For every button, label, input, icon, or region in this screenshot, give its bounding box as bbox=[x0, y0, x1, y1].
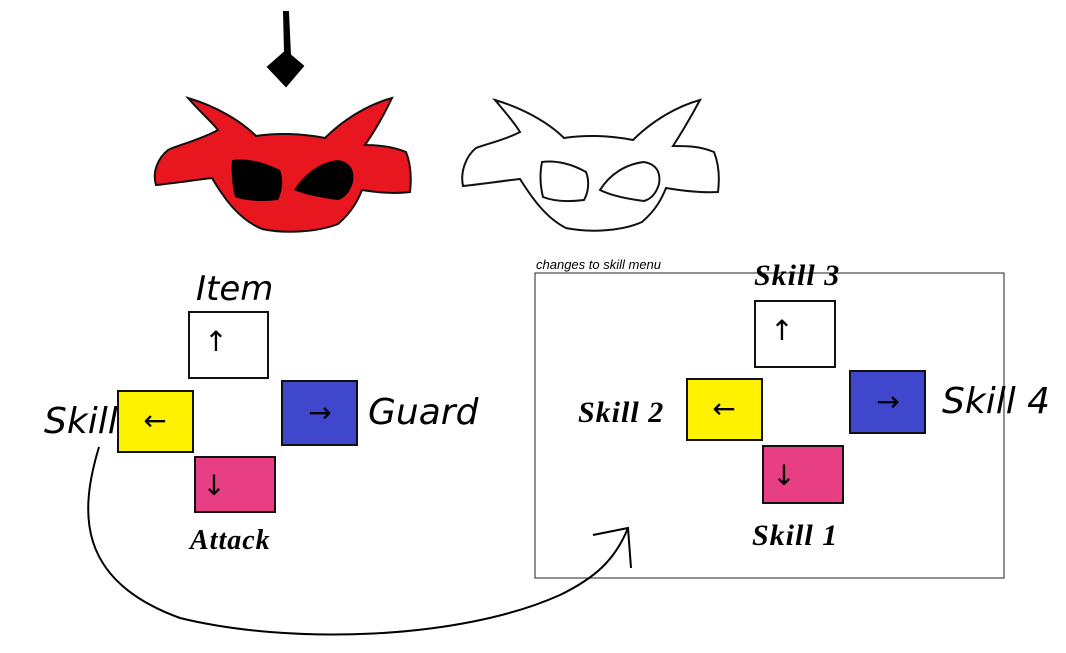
left-arrow-icon: ← bbox=[712, 392, 736, 425]
left-key-skill-2[interactable]: ← bbox=[686, 378, 763, 441]
transition-arrowhead-icon bbox=[592, 526, 632, 569]
item-label: Item bbox=[196, 269, 274, 309]
skill-2-label: Skill 2 bbox=[578, 396, 665, 429]
enemy-mask-selected[interactable] bbox=[153, 96, 412, 233]
down-key-attack[interactable]: ↓ bbox=[194, 456, 276, 513]
right-key-guard[interactable]: → bbox=[281, 380, 358, 446]
enemy-eye-left-outline bbox=[539, 160, 590, 202]
down-arrow-icon: ↓ bbox=[772, 459, 796, 492]
up-arrow-icon: ↑ bbox=[770, 314, 794, 347]
transition-arrow bbox=[87, 446, 629, 636]
down-key-skill-1[interactable]: ↓ bbox=[762, 445, 844, 504]
right-key-skill-4[interactable]: → bbox=[849, 370, 926, 434]
up-key-item[interactable]: ↑ bbox=[188, 311, 269, 379]
skill-1-label: Skill 1 bbox=[752, 519, 839, 552]
up-key-skill-3[interactable]: ↑ bbox=[754, 300, 836, 368]
enemy-eye-right bbox=[294, 160, 354, 200]
skill-3-label: Skill 3 bbox=[754, 259, 841, 292]
skill-menu-panel bbox=[534, 272, 1005, 579]
right-arrow-icon: → bbox=[876, 385, 900, 418]
skill-label: Skill bbox=[44, 401, 118, 442]
guard-label: Guard bbox=[368, 392, 479, 433]
selection-arrow-icon bbox=[266, 11, 305, 88]
up-arrow-icon: ↑ bbox=[204, 325, 228, 358]
enemy-mask-unselected[interactable] bbox=[461, 98, 720, 232]
right-arrow-icon: → bbox=[308, 396, 332, 429]
enemy-eye-right-outline bbox=[598, 160, 661, 203]
enemy-eye-left bbox=[231, 159, 283, 201]
left-arrow-icon: ← bbox=[143, 404, 167, 437]
down-arrow-icon: ↓ bbox=[202, 469, 226, 502]
left-key-skill[interactable]: ← bbox=[117, 390, 194, 453]
skill-4-label: Skill 4 bbox=[942, 381, 1051, 422]
attack-label: Attack bbox=[190, 525, 271, 556]
skill-menu-note: changes to skill menu bbox=[536, 257, 662, 272]
